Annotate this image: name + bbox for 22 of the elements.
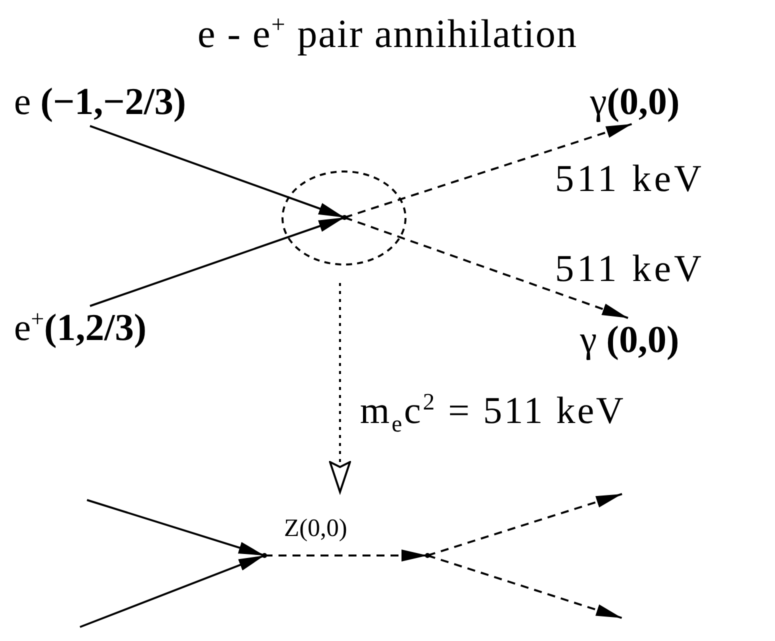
vertex-circle — [281, 170, 407, 266]
particle-label: e (−1,−2/3) — [14, 80, 314, 126]
arrow — [90, 125, 345, 218]
particle-label: e$^{+}$(1,2/3) — [14, 306, 254, 352]
dashed-arrow — [427, 554, 622, 619]
energy-label: 511 keV — [555, 160, 704, 198]
particle-label: γ(0,0) — [590, 80, 742, 124]
edge-label: Z(0,0) — [282, 516, 350, 541]
particle-label: γ (0,0) — [580, 318, 745, 362]
dashed-arrow — [329, 283, 351, 493]
vertex-point — [342, 215, 347, 220]
dashed-arrow — [344, 123, 632, 218]
arrow — [80, 554, 265, 628]
vertex-point — [262, 553, 267, 558]
arrow — [86, 499, 265, 556]
dashed-arrow — [264, 550, 428, 562]
diagram-title: e - e$^{+}$ pair annihilation — [196, 14, 579, 54]
energy-label: 511 keV — [555, 250, 704, 288]
dashed-arrow — [427, 493, 622, 556]
vertex-point — [425, 553, 430, 558]
dashed-arrow — [344, 216, 628, 319]
arrow — [90, 216, 345, 307]
